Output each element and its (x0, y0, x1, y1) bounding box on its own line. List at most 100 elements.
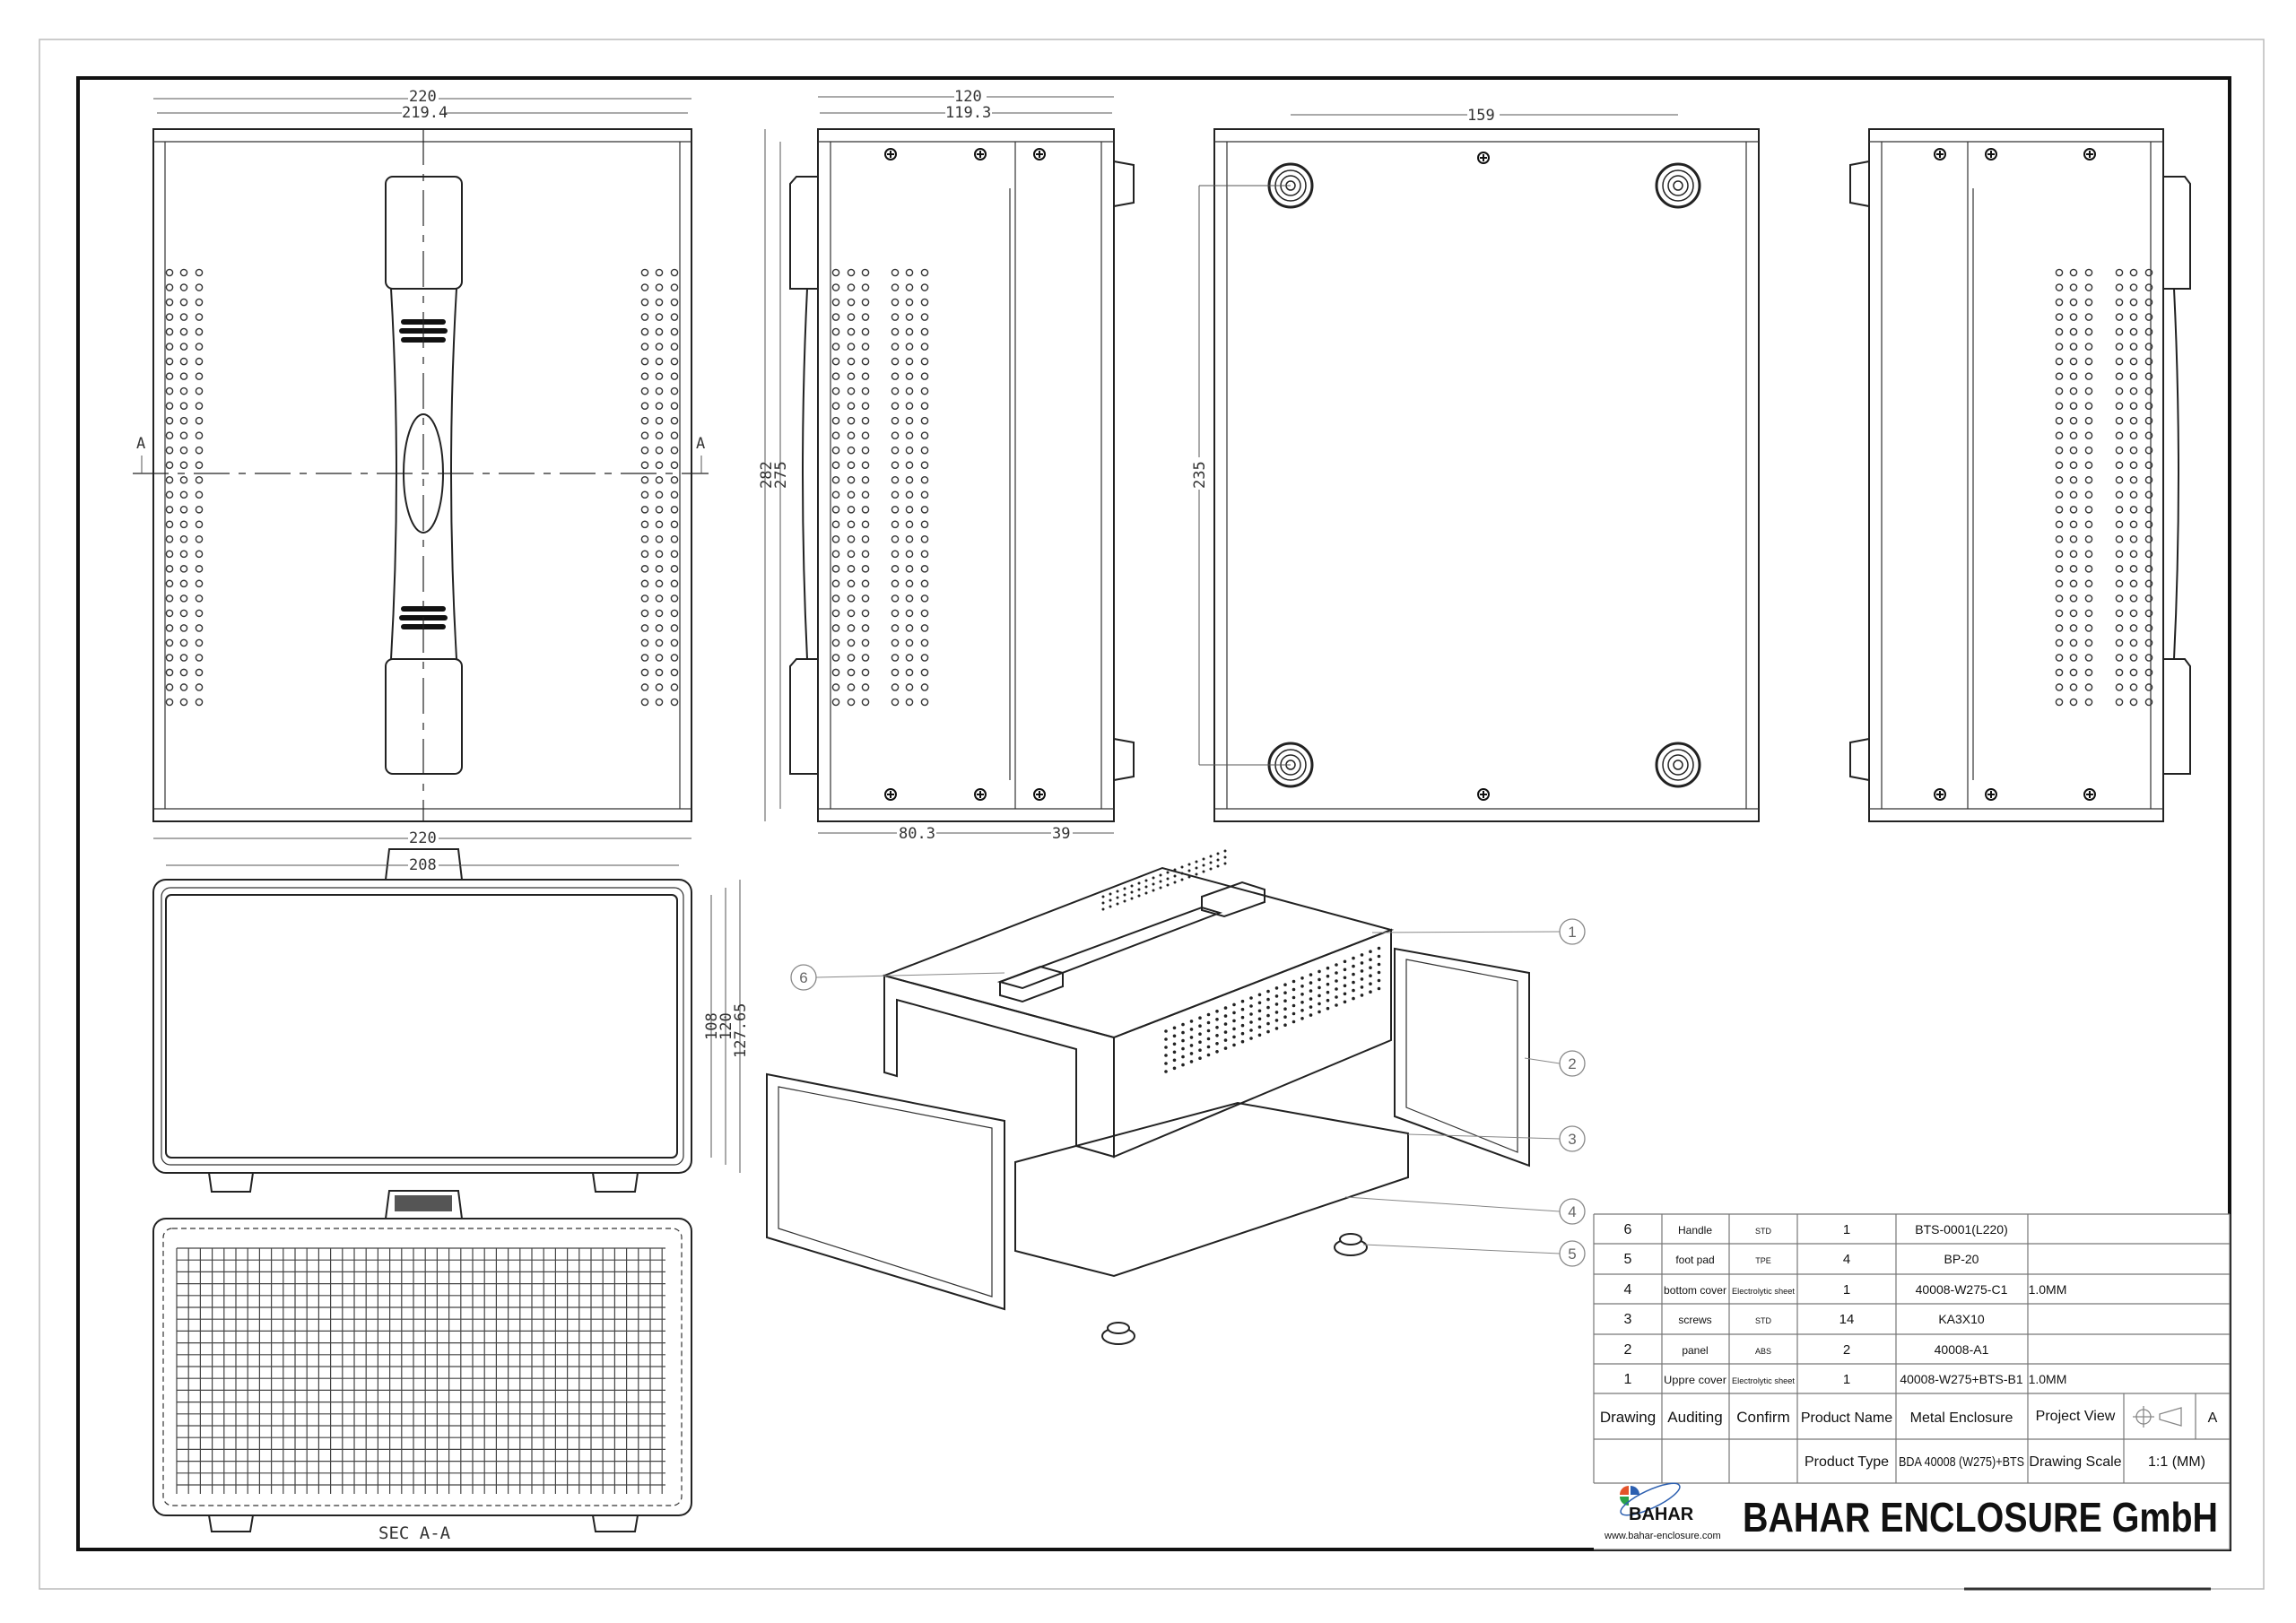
vent-hole (1240, 1031, 1245, 1036)
vent-hole (1309, 997, 1313, 1001)
vent-hole (847, 638, 856, 647)
vent-hole (1198, 1024, 1202, 1028)
vent-hole (1215, 1050, 1219, 1054)
vent-hole (2069, 624, 2078, 632)
vent-hole (655, 298, 664, 307)
vent-hole (1216, 852, 1220, 855)
vent-hole (2084, 609, 2093, 618)
vent-hole (179, 327, 188, 336)
vent-hole (1360, 961, 1364, 965)
vent-hole (861, 298, 870, 307)
vent-hole (1216, 864, 1220, 868)
vent-hole (1326, 974, 1330, 978)
auditing-label: Auditing (1667, 1409, 1722, 1426)
vent-hole (2084, 461, 2093, 470)
vent-hole (2129, 313, 2138, 321)
vent-hole (891, 343, 900, 351)
vent-hole (905, 683, 914, 691)
vent-hole (2129, 268, 2138, 277)
vent-hole (1266, 1021, 1270, 1026)
vent-hole (2115, 505, 2124, 514)
vent-hole (891, 579, 900, 588)
product-type: BDA 40008 (W275)+BTS (1899, 1454, 2024, 1470)
vent-hole (1202, 864, 1205, 867)
vent-hole (847, 565, 856, 573)
vent-hole (905, 461, 914, 470)
vent-hole (1166, 871, 1170, 874)
vent-hole (2144, 461, 2153, 470)
vent-hole (1232, 1011, 1236, 1015)
vent-hole (1137, 881, 1141, 885)
balloon-number: 4 (1568, 1203, 1576, 1220)
vent-hole (847, 505, 856, 514)
vent-hole (1283, 983, 1287, 986)
vent-hole (1181, 1046, 1185, 1051)
bom-qty: 2 (1843, 1342, 1850, 1358)
vent-hole (1283, 1007, 1287, 1011)
vent-hole (1144, 891, 1148, 895)
vent-hole (2084, 313, 2093, 321)
vent-hole (1232, 1019, 1236, 1023)
upper-cover-left (883, 974, 1115, 1159)
vent-hole (2069, 595, 2078, 603)
vent-hole (2115, 624, 2124, 632)
vent-hole (1360, 953, 1364, 957)
vent-hole (2144, 698, 2153, 707)
vent-hole (1300, 1009, 1304, 1012)
vent-hole (2084, 343, 2093, 351)
vent-hole (831, 298, 840, 307)
vent-hole (2069, 475, 2078, 484)
vent-hole (1198, 1048, 1202, 1052)
vent-hole (655, 386, 664, 395)
bom-code: BP-20 (1944, 1252, 1979, 1266)
dim-side-height-inner: 275 (772, 461, 790, 489)
vent-hole (1181, 1063, 1185, 1067)
screws (1934, 148, 2096, 801)
vent-hole (1195, 860, 1198, 864)
balloon-1: 1 (1371, 918, 1586, 945)
vent-hole (1209, 867, 1213, 871)
vent-hole (670, 698, 679, 707)
vent-hole (861, 446, 870, 455)
vent-hole (1343, 984, 1347, 988)
vent-hole (670, 283, 679, 291)
vent-hole (1189, 1028, 1194, 1031)
vent-hole (1223, 1014, 1228, 1018)
vent-hole (670, 595, 679, 603)
vent-hole (2129, 490, 2138, 499)
vent-hole (2115, 386, 2124, 395)
vent-hole (1116, 902, 1119, 906)
vent-hole (1360, 994, 1364, 997)
vent-hole (1166, 877, 1170, 881)
vent-hole (2084, 638, 2093, 647)
vent-hole (1195, 872, 1198, 876)
vent-hole (1352, 988, 1355, 993)
vent-hole (1292, 995, 1296, 1000)
vent-hole (891, 283, 900, 291)
vent-hole (861, 520, 870, 529)
bom-no: 3 (1624, 1312, 1632, 1327)
vent-hole (831, 565, 840, 573)
vent-hole (1109, 898, 1112, 902)
vent-hole (655, 283, 664, 291)
vent-hole (2069, 268, 2078, 277)
dim-side-split-a: 80.3 (899, 825, 935, 843)
handle (996, 906, 1223, 990)
vent-hole (847, 402, 856, 410)
vent-hole (2115, 357, 2124, 366)
vent-hole (640, 595, 649, 603)
company-name: BAHAR ENCLOSURE GmbH (1743, 1494, 2218, 1541)
section-marker-left: A (136, 435, 145, 453)
vent-hole (905, 535, 914, 543)
dim-front-height-a: 108 (703, 1012, 721, 1040)
vent-hole (2069, 327, 2078, 336)
vent-hole (2144, 668, 2153, 677)
vent-hole (195, 461, 204, 470)
vent-hole (2069, 357, 2078, 366)
bom-no: 1 (1624, 1372, 1632, 1387)
vent-hole (831, 416, 840, 425)
vent-hole (920, 461, 929, 470)
dim-side-split-b: 39 (1052, 825, 1070, 843)
vent-hole (2115, 550, 2124, 559)
